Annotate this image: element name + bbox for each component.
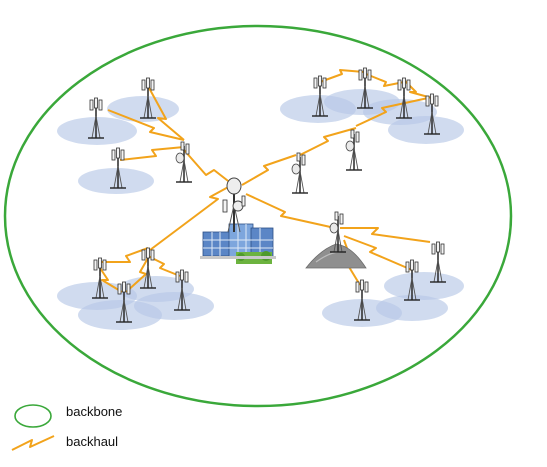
backhaul-link [107, 109, 185, 141]
coverage-ellipse [376, 295, 448, 321]
coverage-ellipse [134, 292, 214, 320]
backhaul-link [147, 255, 181, 277]
ellipse-icon [14, 404, 52, 428]
building-icon [200, 223, 276, 264]
backhaul-link [183, 149, 233, 185]
backhaul-link [365, 73, 405, 87]
backhaul-link [245, 193, 336, 229]
hub-site [200, 177, 276, 264]
radio-tower-icon [345, 129, 363, 171]
legend [11, 404, 55, 451]
backhaul-link [100, 247, 149, 263]
coverage-ellipse [388, 116, 464, 144]
backhaul-link [241, 154, 297, 186]
lightning-link-icon [11, 435, 55, 451]
backhaul-link [149, 184, 233, 251]
backhaul-link [147, 85, 185, 141]
coverage-ellipse [57, 117, 137, 145]
backhaul-link [299, 127, 357, 156]
backhaul-link [99, 267, 123, 293]
hill-icon [305, 243, 367, 269]
backbone-ellipse [3, 24, 513, 408]
backhaul-link [340, 227, 431, 243]
backhaul-link [119, 146, 185, 161]
radio-tower-icon [291, 152, 309, 194]
coverage-ellipse [78, 168, 154, 194]
backhaul-link [343, 235, 413, 271]
hill-site [305, 211, 367, 269]
legend-backbone-label: backbone [66, 404, 123, 419]
coverage-ellipse [107, 96, 179, 122]
backhaul-links [99, 69, 433, 293]
legend-backhaul-label: backhaul [66, 434, 119, 449]
coverage-ellipse [384, 272, 464, 300]
dish-antenna-icon [222, 177, 246, 233]
backhaul-link [319, 69, 365, 83]
backhaul-link [125, 257, 149, 293]
